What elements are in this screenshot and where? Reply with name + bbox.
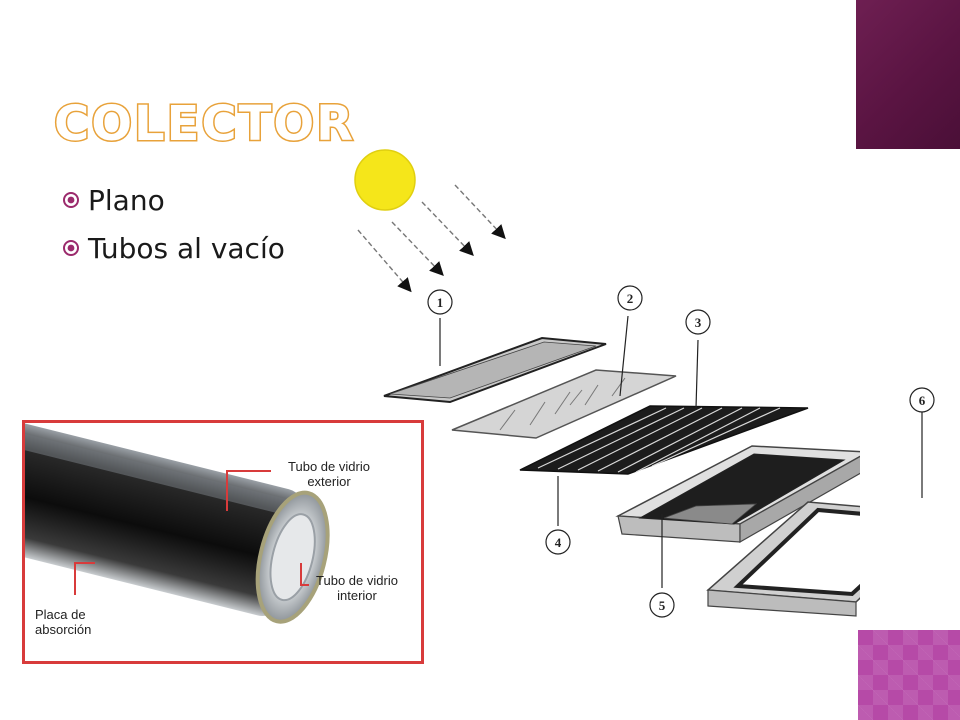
part-number-1: 1: [437, 295, 444, 310]
part-6-callout: 6: [909, 387, 935, 498]
bullet-text: Plano: [88, 183, 165, 217]
part-number-5: 5: [659, 598, 666, 613]
collector-absorber-plate: [451, 369, 677, 439]
bullet-item-plano: Plano: [62, 176, 285, 224]
label-inner-tube: Tubo de vidrio interior: [316, 573, 398, 603]
bullet-list: Plano Tubos al vacío: [62, 176, 285, 272]
slide-title: Colector: [52, 95, 356, 154]
part-number-4: 4: [555, 535, 562, 550]
decorative-corner-bottom: [858, 630, 960, 720]
sun-icon: [354, 149, 416, 211]
circle-dot-bullet-icon: [63, 192, 79, 208]
collector-frame: [706, 501, 860, 617]
collector-tube-grid: [519, 405, 809, 475]
flat-collector-diagram: 1 2 3 4 5: [354, 149, 860, 618]
sun-ray-arrow-icon: [357, 184, 506, 293]
part-number-3: 3: [695, 315, 702, 330]
bullet-item-tubos-al-vacio: Tubos al vacío: [62, 224, 285, 272]
bullet-text: Tubos al vacío: [88, 231, 285, 265]
label-outer-tube: Tubo de vidrio exterior: [288, 459, 370, 489]
decorative-corner-top: [856, 0, 960, 149]
collector-glass-cover: [383, 336, 607, 404]
vacuum-tube-panel: Tubo de vidrio exterior Tubo de vidrio i…: [22, 420, 424, 664]
part-number-6: 6: [919, 393, 926, 408]
part-number-2: 2: [627, 291, 634, 306]
circle-dot-bullet-icon: [63, 240, 79, 256]
collector-insulated-box: [615, 445, 860, 544]
label-absorber-plate: Placa de absorción: [35, 607, 92, 637]
vacuum-tube-image: [25, 423, 330, 624]
